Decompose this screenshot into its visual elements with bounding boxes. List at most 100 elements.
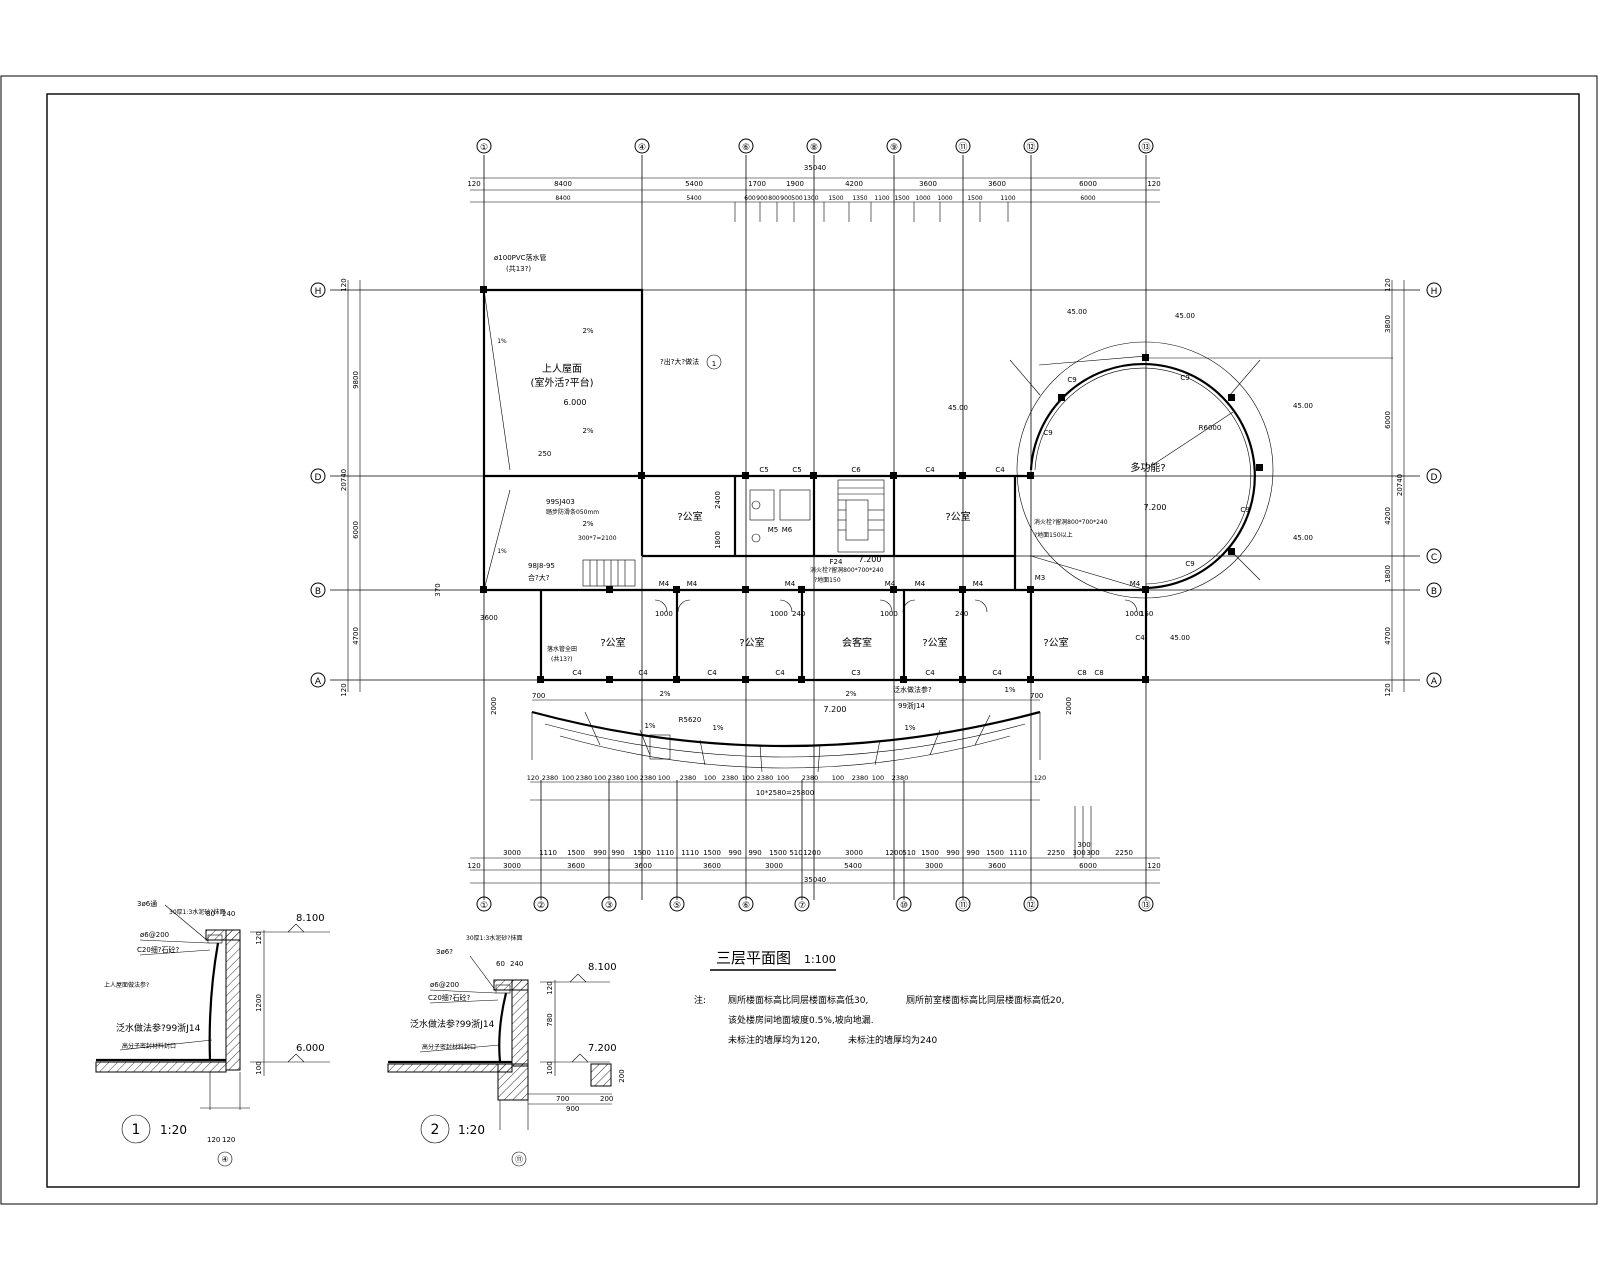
svg-text:100: 100	[742, 774, 754, 782]
svg-text:80: 80	[206, 910, 215, 918]
svg-text:1100: 1100	[1000, 195, 1015, 202]
svg-text:C4: C4	[775, 669, 785, 677]
svg-text:⑪: ⑪	[958, 142, 967, 153]
svg-text:30厚1:3水泥砂?抹面: 30厚1:3水泥砂?抹面	[169, 908, 225, 916]
top-dim-row2: 8400 5400 600 900 800 900 500 1300 1500 …	[555, 195, 1095, 202]
svg-text:(室外活?平台): (室外活?平台)	[530, 376, 593, 389]
svg-text:100: 100	[626, 774, 638, 782]
svg-text:8400: 8400	[554, 180, 572, 188]
drawing-notes: 注: 厕所楼面标高比同层楼面标高低30, 厕所前室楼面标高比同层楼面标高低20,…	[694, 994, 1064, 1046]
svg-text:厕所楼面标高比同层楼面标高低30,: 厕所楼面标高比同层楼面标高低30,	[728, 994, 868, 1006]
svg-text:泛水做法参?: 泛水做法参?	[893, 685, 932, 694]
axis-bubble-top-12: ⑫	[1023, 138, 1039, 154]
svg-text:120: 120	[1147, 862, 1160, 870]
axis-bubble-bottom-13: ⑬	[1138, 896, 1154, 912]
axis-bubble-left-H: H	[310, 282, 326, 298]
svg-text:高分子密封材料封口: 高分子密封材料封口	[122, 1042, 176, 1050]
svg-text:45.00: 45.00	[1293, 534, 1313, 542]
svg-text:2%: 2%	[582, 327, 593, 335]
svg-text:990: 990	[728, 849, 741, 857]
svg-text:45.00: 45.00	[1293, 402, 1313, 410]
svg-text:120: 120	[527, 774, 539, 782]
svg-text:M5: M5	[768, 526, 779, 534]
drawing-title: 三层平面图	[716, 949, 791, 967]
svg-text:8.100: 8.100	[296, 913, 325, 924]
svg-text:3600: 3600	[567, 862, 585, 870]
svg-text:M6: M6	[782, 526, 793, 534]
axis-bubble-bottom-7: ⑦	[794, 896, 810, 912]
svg-text:H: H	[1431, 287, 1438, 297]
svg-text:2380: 2380	[802, 774, 819, 782]
axis-bubble-bottom-11: ⑪	[955, 896, 971, 912]
svg-text:510: 510	[902, 849, 915, 857]
svg-text:3800: 3800	[1384, 315, 1392, 333]
svg-text:R5620: R5620	[679, 716, 702, 724]
svg-text:2250: 2250	[1047, 849, 1065, 857]
svg-text:1900: 1900	[786, 180, 804, 188]
svg-text:C20细?石砼?: C20细?石砼?	[137, 945, 180, 954]
svg-text:⑫: ⑫	[1026, 900, 1035, 911]
svg-text:8400: 8400	[555, 195, 570, 202]
svg-text:1000: 1000	[655, 610, 673, 618]
svg-text:6000: 6000	[1080, 195, 1095, 202]
svg-text:2400: 2400	[714, 491, 722, 509]
svg-text:M4: M4	[687, 580, 698, 588]
axis-bubble-right-C: C	[1426, 548, 1442, 564]
right-dims: 120 3800 6000 20740 4200 1800 4700 120	[1384, 278, 1404, 696]
svg-text:C4: C4	[925, 466, 935, 474]
svg-text:③: ③	[605, 901, 613, 911]
svg-text:落水管全田: 落水管全田	[547, 645, 577, 653]
axis-bubble-left-B: B	[310, 582, 326, 598]
svg-text:C5: C5	[759, 466, 768, 474]
svg-text:20740: 20740	[340, 469, 348, 491]
svg-text:会客室: 会客室	[842, 636, 872, 649]
svg-text:240: 240	[792, 610, 805, 618]
axis-bubble-bottom-6: ⑥	[738, 896, 754, 912]
svg-text:?公室: ?公室	[600, 636, 625, 649]
svg-text:?公室: ?公室	[1043, 636, 1068, 649]
svg-text:C4: C4	[925, 669, 935, 677]
svg-text:?公室: ?公室	[922, 636, 947, 649]
svg-text:1500: 1500	[769, 849, 787, 857]
svg-text:1%: 1%	[1004, 686, 1015, 694]
svg-text:⑦: ⑦	[798, 901, 806, 911]
svg-text:C5: C5	[792, 466, 801, 474]
svg-text:300: 300	[1086, 849, 1099, 857]
svg-text:2380: 2380	[640, 774, 657, 782]
svg-text:M4: M4	[915, 580, 926, 588]
svg-text:1500: 1500	[921, 849, 939, 857]
bottom-dim-row1: 120 3000 3600 3600 3600 3000 5400 3000 3…	[467, 862, 1160, 870]
svg-text:2%: 2%	[845, 690, 856, 698]
svg-text:⑩: ⑩	[900, 901, 908, 911]
svg-text:1110: 1110	[539, 849, 557, 857]
svg-text:1%: 1%	[497, 548, 507, 555]
svg-text:700: 700	[1030, 692, 1043, 700]
detail-2-text: 30厚1:3水泥砂?抹面 3ø6? ø6@200 C20细?石砼? 泛水做法参?…	[410, 934, 626, 1164]
svg-text:高分子密封材料封口: 高分子密封材料封口	[422, 1043, 476, 1051]
svg-text:2380: 2380	[852, 774, 869, 782]
svg-text:②: ②	[537, 901, 545, 911]
bottom-total-dim: 35040	[804, 876, 826, 884]
svg-text:45.00: 45.00	[1067, 308, 1087, 316]
svg-text:45.00: 45.00	[1170, 634, 1190, 642]
axis-bubble-bottom-5: ⑤	[669, 896, 685, 912]
canopy	[531, 699, 1041, 773]
svg-text:98J8-95: 98J8-95	[528, 562, 555, 570]
plan-annotations: ø100PVC落水管 (共13?) ?出?大?做法 1 99SJ403 踏步防滑…	[480, 253, 1153, 715]
bottom-dimension-lines	[470, 781, 1160, 884]
svg-text:上人屋面做法参?: 上人屋面做法参?	[104, 981, 149, 989]
axis-bubble-top-9: ⑨	[886, 138, 902, 154]
svg-text:510: 510	[789, 849, 802, 857]
svg-text:C8: C8	[1094, 669, 1103, 677]
axis-bubble-bottom-10: ⑩	[896, 896, 912, 912]
svg-text:100: 100	[594, 774, 606, 782]
svg-text:M3: M3	[1035, 574, 1046, 582]
svg-text:240: 240	[222, 910, 235, 918]
svg-text:120: 120	[255, 931, 263, 944]
svg-text:C9: C9	[1067, 376, 1076, 384]
svg-text:1%: 1%	[712, 724, 723, 732]
svg-text:20740: 20740	[1396, 474, 1404, 496]
svg-text:该处楼房间地面坡度0.5%,坡向地漏.: 该处楼房间地面坡度0.5%,坡向地漏.	[728, 1014, 874, 1026]
detail-2	[387, 955, 612, 1167]
